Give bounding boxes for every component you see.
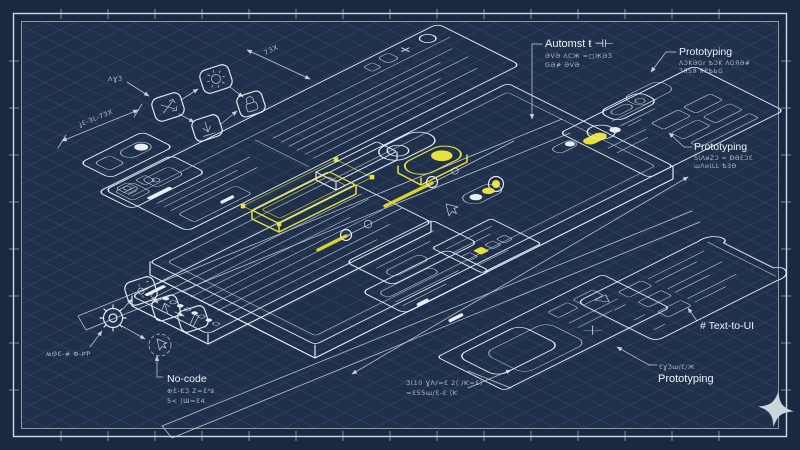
selection-handle bbox=[276, 221, 282, 227]
label-text-to-ui: # Text-to-UI bbox=[700, 320, 754, 332]
logo-circle-icon bbox=[418, 33, 437, 43]
gear-icon-large bbox=[99, 304, 127, 332]
selection-circle bbox=[148, 333, 172, 357]
label-bottom-glyphs-line1: ƷƖ10 ƔΛ/=Ɛ 2⟨ /Ƙ=Ɛ) bbox=[406, 379, 483, 387]
label-prototyping-bottom: Prototyping bbox=[658, 373, 714, 385]
label-prototyping-top: Prototyping bbox=[679, 46, 732, 58]
shuffle-icon bbox=[151, 92, 185, 122]
label-flow-tag: ΛƔƷ bbox=[108, 75, 123, 83]
pen-icon bbox=[177, 305, 209, 333]
label-prototyping-mid-line1: SƖΛиZƆ = ƉƏƐƆƐ bbox=[694, 155, 753, 162]
label-prototyping-top-line2: ƷЯSЯ ЯРѢЬG bbox=[679, 68, 723, 75]
bold-dash bbox=[220, 195, 235, 204]
label-automation-line1: ƏVƏ ΛCЖ =□ЖƏƷ bbox=[545, 53, 612, 60]
label-automation-line2: GƏ# ƏVƏ bbox=[545, 62, 580, 69]
leader-lines bbox=[154, 43, 698, 389]
selection-handle bbox=[240, 203, 246, 209]
bar-3d bbox=[315, 141, 398, 191]
label-no-code: No-code bbox=[167, 373, 207, 385]
label-left-glyphs: ʍΘƐ-# Φ-ÞƤ bbox=[46, 350, 91, 358]
upload-icon bbox=[151, 294, 181, 322]
board-profile-card bbox=[561, 66, 782, 177]
label-prototyping-mid: Prototyping bbox=[694, 141, 747, 153]
slider-knob bbox=[339, 228, 353, 242]
download-icon bbox=[191, 114, 223, 142]
plus-icon bbox=[401, 47, 410, 52]
label-no-code-line1: ⊕Ɛ-ƐƷ Z=Ɛ⁴ƶ bbox=[167, 387, 215, 395]
ruler-ticks bbox=[9, 9, 791, 441]
flow-diagram-top bbox=[126, 64, 266, 142]
label-automation-title: Automst ŧ ⊣⊢ bbox=[545, 38, 614, 50]
flow-diagram-bottom bbox=[89, 276, 209, 357]
label-bottom-glyphs-line2: =Ɛ55ɯ/Ɛ-Ɛ ⟨Ƙ bbox=[406, 389, 458, 397]
label-prototyping-mid-line2: ɯΛиƖLL ѢƎΘ bbox=[694, 163, 737, 170]
mini-cards bbox=[82, 132, 203, 208]
selection-handle bbox=[369, 174, 375, 180]
avatar bbox=[586, 124, 616, 140]
chip-cards bbox=[601, 81, 672, 120]
sparkle-icon bbox=[758, 391, 794, 427]
cursor-icon bbox=[156, 338, 168, 351]
gear-icon bbox=[199, 64, 233, 94]
settings-icon bbox=[124, 276, 158, 306]
dimension-lines bbox=[57, 49, 689, 375]
selection-handle bbox=[333, 157, 339, 162]
toggle-off bbox=[378, 131, 436, 161]
board-top-window bbox=[107, 24, 518, 230]
lock-icon bbox=[236, 90, 266, 118]
board-main-extrusion bbox=[149, 165, 674, 359]
label-prototyping-top-line1: ΛƆKƏGr ѢƆK ΛGЯƏ# bbox=[679, 60, 750, 67]
label-prototyping-bottom-eyebrow: ƐƔƷɯ/Ɛ/Ж bbox=[659, 364, 695, 371]
label-no-code-line2: 5< ⟨Ɯ=Ɛ4 bbox=[167, 397, 205, 405]
